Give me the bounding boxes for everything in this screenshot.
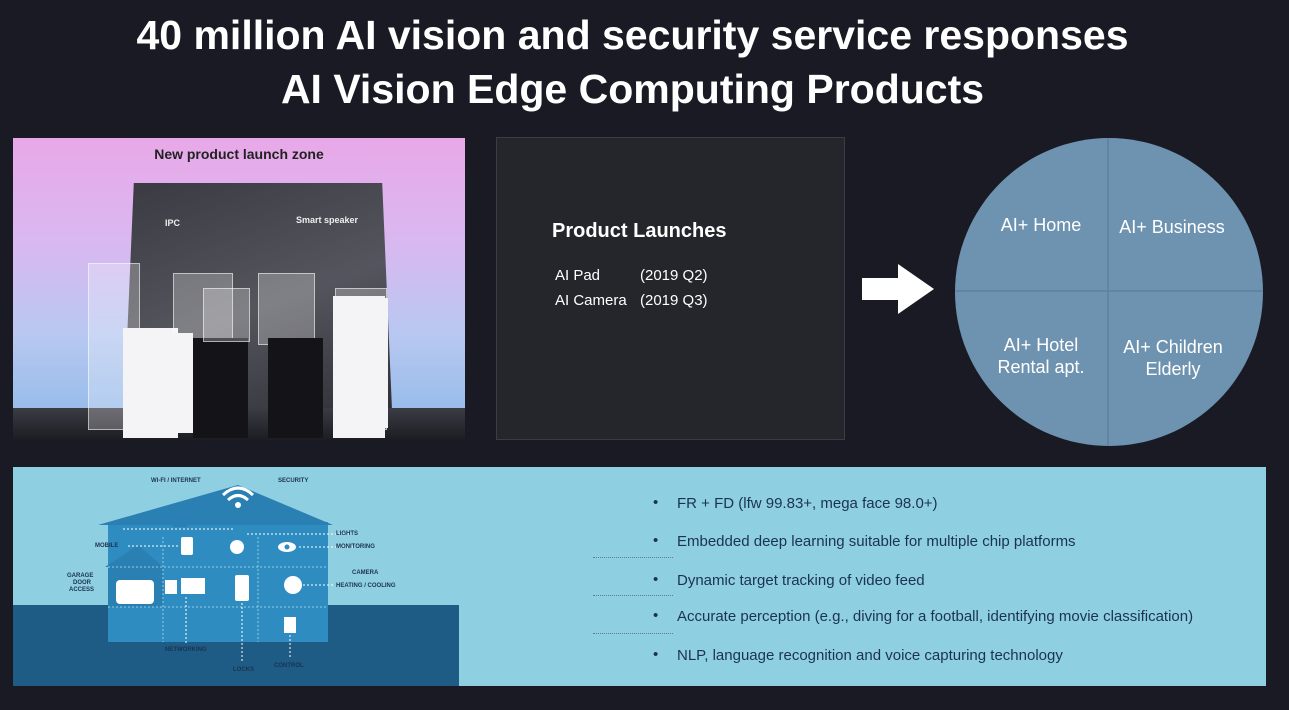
feature-text: FR + FD (lfw 99.83+, mega face 98.0+) [677, 495, 938, 512]
quadrant-divider [1107, 138, 1109, 446]
feature-text: NLP, language recognition and voice capt… [677, 647, 1063, 664]
smart-home-illustration: WI-FI / INTERNET SECURITY LIGHTS MONITOR… [13, 478, 459, 686]
launch-item-name: AI Pad [555, 267, 601, 284]
white-pedestal [378, 298, 388, 428]
black-pedestal [193, 338, 248, 438]
bullet-icon: • [653, 646, 659, 663]
launch-item-date: (2019 Q3) [640, 292, 708, 309]
scenario-hotel-line1: AI+ Hotel [1003, 335, 1079, 355]
bullet-icon: • [653, 494, 659, 511]
ipc-label: IPC [165, 218, 181, 228]
label-security: SECURITY [278, 478, 308, 484]
display-case [258, 273, 315, 345]
dotted-separator [593, 557, 673, 558]
slide-title-line2: AI Vision Edge Computing Products [280, 66, 985, 112]
scenario-home: AI+ Home [1000, 215, 1082, 235]
feature-text: Dynamic target tracking of video feed [677, 572, 925, 589]
label-monitoring: MONITORING [336, 544, 375, 550]
launch-item-date: (2019 Q2) [640, 267, 708, 284]
product-launches-title: Product Launches [552, 220, 727, 242]
right-arrow-icon [862, 264, 934, 314]
feature-text: Embedded deep learning suitable for mult… [677, 533, 1076, 550]
scenario-children-line1: AI+ Children [1123, 337, 1223, 357]
label-garage-1: GARAGE [67, 573, 93, 579]
quadrant-divider [955, 290, 1263, 292]
scenario-hotel: AI+ Hotel Rental apt. [971, 334, 1111, 378]
bullet-icon: • [653, 571, 659, 588]
label-networking: NETWORKING [165, 647, 207, 653]
label-locks: LOCKS [233, 667, 254, 673]
scenario-business: AI+ Business [1119, 217, 1225, 237]
zone-label: New product launch zone [154, 146, 324, 162]
white-pedestal [333, 296, 385, 438]
label-lights: LIGHTS [336, 531, 358, 537]
label-camera: CAMERA [352, 570, 379, 576]
scenario-children: AI+ Children Elderly [1103, 336, 1243, 380]
bullet-icon: • [653, 532, 659, 549]
label-garage-3: ACCESS [69, 587, 94, 593]
launch-item: AI Camera (2019 Q3) [555, 292, 708, 309]
product-launches-panel: Product Launches AI Pad (2019 Q2) AI Cam… [496, 137, 845, 440]
label-mobile: MOBILE [95, 543, 118, 549]
speaker-label: Smart speaker [296, 215, 359, 225]
white-pedestal [173, 333, 193, 433]
scenario-hotel-line2: Rental apt. [997, 357, 1085, 377]
black-pedestal [268, 338, 323, 438]
display-case [203, 288, 250, 342]
label-wifi: WI-FI / INTERNET [151, 478, 201, 484]
label-heating: HEATING / COOLING [336, 583, 396, 589]
scenario-circle: AI+ Home AI+ Business AI+ Hotel Rental a… [955, 138, 1263, 446]
bullet-icon: • [653, 607, 659, 624]
features-panel: WI-FI / INTERNET SECURITY LIGHTS MONITOR… [13, 467, 1266, 686]
scenario-children-line2: Elderly [1145, 359, 1201, 379]
label-control: CONTROL [274, 663, 304, 669]
launch-zone-photo: New product launch zone IPC Smart speake… [13, 138, 465, 440]
dotted-separator [593, 595, 673, 596]
feature-text: Accurate perception (e.g., diving for a … [677, 608, 1194, 625]
slide-title-line1: 40 million AI vision and security servic… [136, 12, 1129, 58]
label-garage-2: DOOR [73, 580, 92, 586]
launch-item-name: AI Camera [555, 292, 627, 309]
white-pedestal [123, 328, 178, 438]
launch-item: AI Pad (2019 Q2) [555, 267, 708, 284]
dotted-separator [593, 633, 673, 634]
